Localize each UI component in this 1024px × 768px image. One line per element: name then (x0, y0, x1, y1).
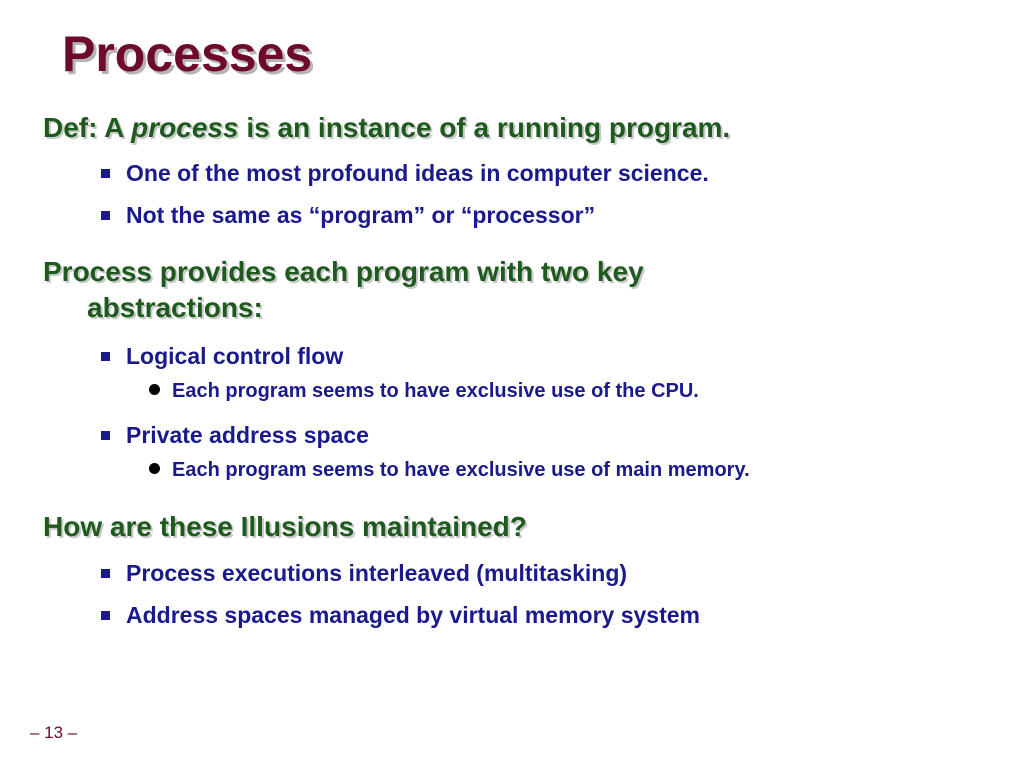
abstractions-heading-line2: abstractions: (87, 292, 263, 323)
list-item-text: Address spaces managed by virtual memory… (126, 602, 700, 628)
list-item: One of the most profound ideas in comput… (101, 158, 709, 188)
list-item: Private address space (101, 420, 369, 450)
square-bullet-icon (101, 211, 110, 220)
list-item: Process executions interleaved (multitas… (101, 558, 627, 588)
list-item: Logical control flow (101, 341, 343, 371)
round-bullet-icon (149, 463, 160, 474)
abstractions-heading-line1: Process provides each program with two k… (43, 256, 644, 287)
square-bullet-icon (101, 569, 110, 578)
list-item-text: Private address space (126, 422, 369, 448)
definition-prefix: Def: A (43, 112, 132, 143)
definition-term: process (131, 112, 239, 143)
sub-list-item: Each program seems to have exclusive use… (149, 378, 699, 404)
sub-list-item-text: Each program seems to have exclusive use… (172, 380, 699, 402)
list-item-text: Process executions interleaved (multitas… (126, 560, 628, 586)
list-item: Not the same as “program” or “processor” (101, 200, 595, 230)
list-item-text: One of the most profound ideas in comput… (126, 160, 709, 186)
list-item: Address spaces managed by virtual memory… (101, 600, 700, 630)
square-bullet-icon (101, 169, 110, 178)
illusions-heading: How are these Illusions maintained? (43, 511, 527, 542)
sub-list-item-text: Each program seems to have exclusive use… (172, 459, 750, 481)
square-bullet-icon (101, 431, 110, 440)
square-bullet-icon (101, 611, 110, 620)
page-number: – 13 – (30, 723, 78, 742)
abstractions-heading: Process provides each program with two k… (43, 254, 644, 326)
square-bullet-icon (101, 352, 110, 361)
definition-suffix: is an instance of a running program. (238, 112, 731, 143)
list-item-text: Not the same as “program” or “processor” (126, 202, 596, 228)
sub-list-item: Each program seems to have exclusive use… (149, 457, 750, 483)
list-item-text: Logical control flow (126, 343, 344, 369)
slide-title: Processes (62, 26, 313, 82)
round-bullet-icon (149, 384, 160, 395)
definition-heading: Def: A process is an instance of a runni… (43, 110, 730, 146)
